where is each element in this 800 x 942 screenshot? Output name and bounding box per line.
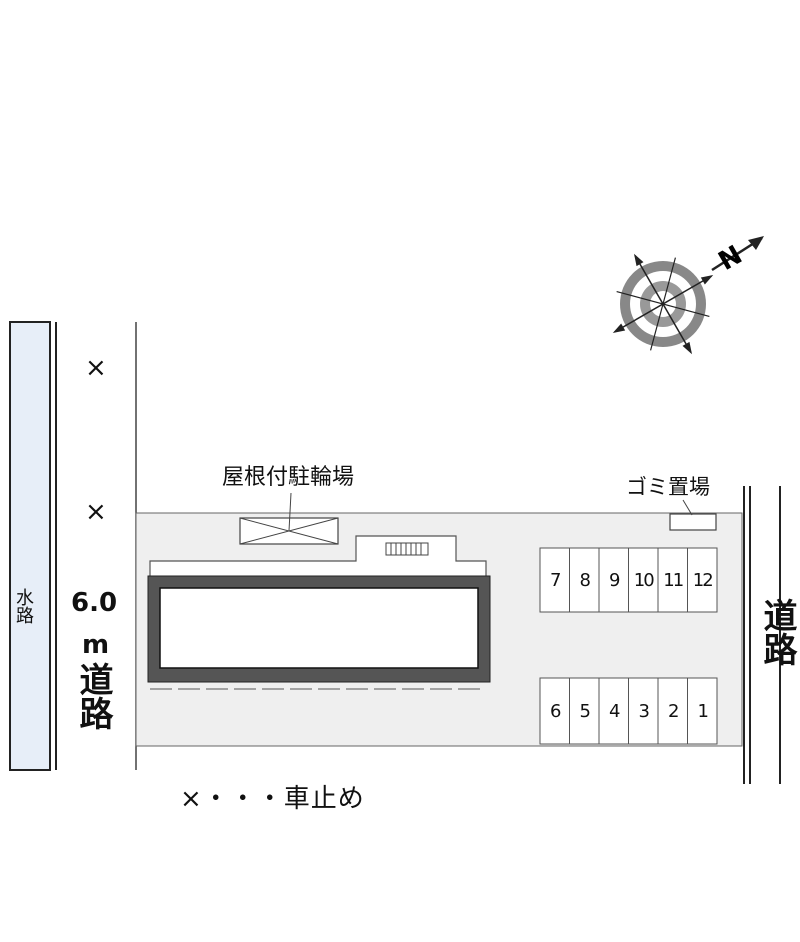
parking-slot <box>569 547 600 613</box>
parking-slot <box>687 547 718 613</box>
parking-row-bottom <box>539 677 718 745</box>
parking-row-top <box>539 547 718 613</box>
garbage-label-leader <box>682 499 693 516</box>
parking-slot <box>598 547 629 613</box>
left-road-width: 6.0 <box>71 588 118 618</box>
parking-slot <box>539 547 570 613</box>
parking-slot <box>687 677 718 745</box>
parking-slot <box>628 547 659 613</box>
bicycle-shed <box>239 517 339 545</box>
bicycle-shed-label: 屋根付駐輪場 <box>222 465 355 490</box>
parking-slot-number: 3 <box>638 701 650 722</box>
car-stop-marker: × <box>85 353 107 383</box>
water-channel <box>9 321 51 771</box>
water-channel-label: 水路 <box>13 588 34 624</box>
parking-slot-number: 9 <box>609 570 620 591</box>
garbage-area <box>669 513 717 531</box>
parking-slot-number: 4 <box>609 701 620 722</box>
parking-slot <box>657 547 688 613</box>
building-inner <box>159 587 479 669</box>
garbage-area-label: ゴミ置場 <box>626 475 710 499</box>
north-arrow-icon <box>711 236 764 272</box>
right-road-label: 道路 <box>757 598 797 666</box>
shed-label-leader <box>288 492 292 532</box>
parking-slot-number: 12 <box>692 570 714 591</box>
parking-slot <box>539 677 570 745</box>
parking-slot-number: 2 <box>668 701 679 722</box>
parking-slot-number: 8 <box>579 570 591 591</box>
parking-slot-number: 6 <box>550 701 561 722</box>
parking-slot-number: 5 <box>579 701 591 722</box>
parking-slot-number: 11 <box>663 570 684 591</box>
parking-slot <box>657 677 688 745</box>
left-road-label: 道路 <box>73 662 113 730</box>
parking-slot-number: 7 <box>550 570 561 591</box>
car-stop-marker: × <box>85 497 107 527</box>
legend-car-stop: ×・・・車止め <box>180 784 365 814</box>
stairs-icon <box>385 542 429 556</box>
compass-icon <box>612 253 714 355</box>
left-road-unit: m <box>82 630 110 660</box>
parking-slot-number: 10 <box>633 570 655 591</box>
north-label: N <box>714 240 748 277</box>
parking-slot-number: 1 <box>697 701 709 722</box>
parking-slot <box>569 677 600 745</box>
